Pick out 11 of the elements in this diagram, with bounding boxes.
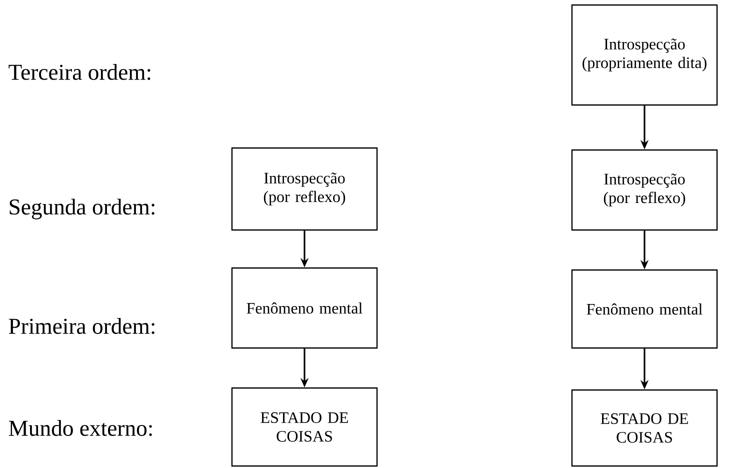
process-box: Fenômeno mental	[231, 267, 378, 349]
process-box: Fenômeno mental	[571, 269, 718, 349]
process-box: ESTADO DE COISAS	[231, 387, 378, 467]
order-label: Segunda ordem:	[10, 198, 154, 220]
process-box: ESTADO DE COISAS	[571, 389, 718, 467]
process-box: Introspecção (propriamente dita)	[571, 4, 718, 106]
order-label: Mundo externo:	[8, 420, 152, 436]
process-box: Introspecção (por reflexo)	[231, 147, 378, 231]
order-label: Primeira ordem:	[8, 318, 154, 334]
order-label: Terceira ordem:	[8, 64, 150, 80]
process-box: Introspecção (por reflexo)	[571, 149, 718, 231]
